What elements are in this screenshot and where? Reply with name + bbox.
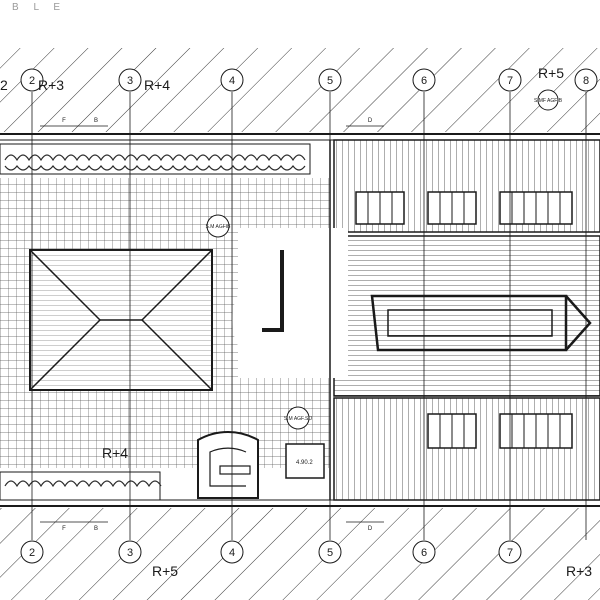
dim-bot-c: D [368,526,373,532]
level-label-bottom-right: R+3 [566,563,592,579]
level-label-top-left-2: R+4 [144,77,170,93]
axis-top-8: 8 [583,75,589,87]
dim-bot-a: F [62,526,66,532]
grid-bubbles-top [20,68,598,92]
level-label-top-right: R+5 [538,65,564,81]
marker-courtyard: S.M AGFIB [205,224,231,230]
hip-roof-left [29,249,213,391]
axis-top-5: 5 [327,75,333,87]
axis-bottom-2: 2 [29,547,35,559]
grid-bubbles-bottom [20,540,522,564]
axis-bottom-6: 6 [421,547,427,559]
neighbour-hatch-top [0,48,600,132]
dim-top-a: F [62,118,66,124]
axis-bottom-5: 5 [327,547,333,559]
axis-bottom-3: 3 [127,547,133,559]
axis-top-2: 2 [29,75,35,87]
skylights-lower [427,413,573,449]
axis-top-7: 7 [507,75,513,87]
dim-top-b: B [94,118,98,124]
level-label-bottom-mid: R+5 [152,563,178,579]
grid-axis-lines [31,92,587,540]
dim-bot-b: B [94,526,98,532]
level-label-courtyard: R+4 [102,445,128,461]
spiral-stair [197,430,325,499]
sheet-header-fragment: B L E [12,2,67,13]
axis-top-3: 3 [127,75,133,87]
axis-top-6: 6 [421,75,427,87]
level-label-left-fragment: 2 [0,77,8,93]
dim-top-c: D [368,118,373,124]
axis-bottom-4: 4 [229,547,235,559]
axis-bottom-7: 7 [507,547,513,559]
ridge-outline [370,294,592,352]
stair-box-label: 4.90.2 [296,460,313,466]
planting-strip-bottom [0,471,162,501]
planting-strip-top [0,143,311,175]
marker-stair: S.M AGF.SO [284,416,312,422]
marker-top-right: S.MF AGFIB [534,98,563,104]
axis-top-4: 4 [229,75,235,87]
roof-section-middle [333,235,600,397]
level-label-top-left-1: R+3 [38,77,64,93]
